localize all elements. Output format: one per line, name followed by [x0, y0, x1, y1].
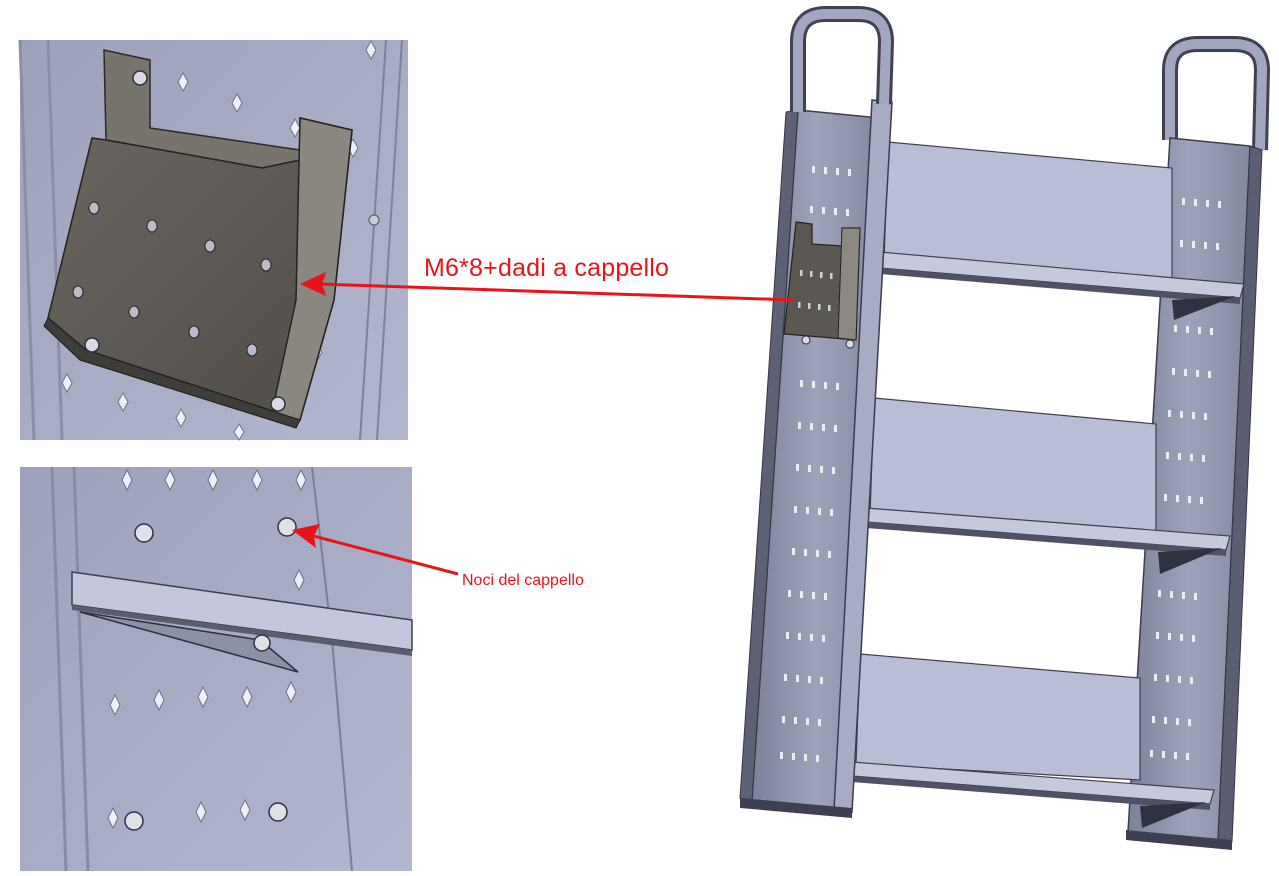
shelf-1: [879, 141, 1245, 320]
shelving-unit-overview: [739, 6, 1271, 850]
callout-bolts-and-cap-nuts: M6*8+dadi a cappello: [424, 254, 670, 282]
mounted-bracket-holes: [798, 270, 833, 311]
right-frame-handle-face: [1165, 39, 1268, 151]
mounted-bracket-nut: [801, 335, 811, 345]
left-frame-handle: [790, 6, 895, 112]
shelf-2: [865, 397, 1231, 574]
panel-edge-lines: [50, 466, 90, 872]
mounted-bracket: [783, 221, 861, 349]
shelf-2-lip: [866, 522, 1226, 556]
panel-side-flange: [359, 39, 403, 441]
shelf-3-lip: [852, 776, 1210, 810]
arrow-bolts-head: [300, 272, 326, 296]
shelf-3-backboard: [855, 653, 1141, 781]
panel-edge-lines: [18, 39, 64, 441]
left-panel-perforations: [780, 166, 851, 762]
shelf-gusset: [79, 611, 299, 673]
bracket-holes: [72, 201, 272, 357]
panel-perforations: [107, 468, 307, 830]
bracket-cap-nuts: [84, 70, 286, 412]
bracket-bottom-lip: [43, 317, 301, 429]
arrow-cap-nuts-line: [305, 532, 459, 576]
shelf-3: [851, 653, 1215, 828]
annotation-arrows: [292, 272, 795, 576]
shelf-underside: [72, 605, 412, 656]
right-frame-handle: [1162, 36, 1271, 151]
shelf-1-lip: [880, 268, 1240, 304]
mounted-bracket-nut: [845, 339, 855, 349]
left-frame-handle-face: [793, 9, 892, 112]
left-foot: [740, 798, 852, 818]
right-panel-perforations: [1150, 198, 1221, 760]
panel-rivet: [368, 214, 380, 226]
callout-cap-nuts: Noci del cappello: [462, 572, 584, 589]
right-foot: [1126, 830, 1232, 850]
arrow-bolts-line: [317, 282, 795, 302]
detail-bracket-closeup: [18, 39, 408, 441]
detail-panel-background: [20, 467, 412, 871]
shelf-3-gusset: [1140, 802, 1206, 828]
mounted-bracket-side: [837, 227, 861, 341]
cap-nuts: [124, 517, 297, 831]
shelf-2-gusset: [1158, 548, 1222, 574]
shelf-1-gusset: [1172, 296, 1236, 320]
arrow-cap-nuts-head: [292, 524, 320, 548]
detail-cap-nuts-closeup: [20, 466, 413, 872]
